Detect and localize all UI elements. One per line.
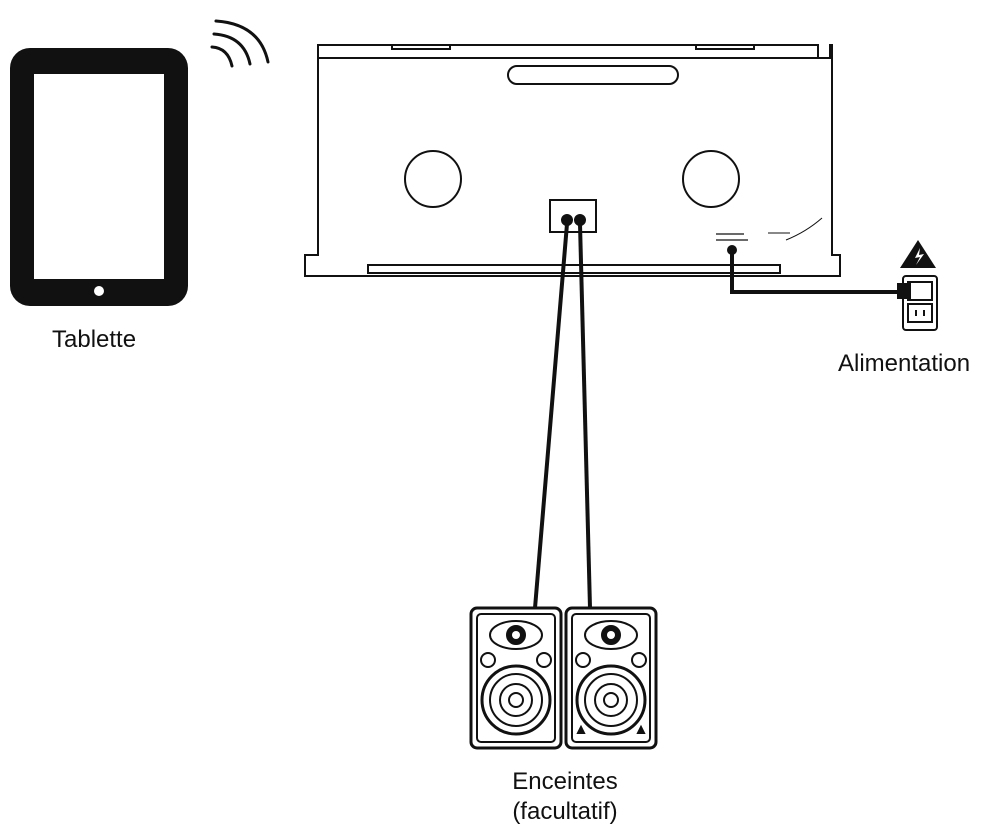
wifi-icon	[210, 19, 270, 68]
speakers-label-line1: Enceintes	[512, 768, 618, 795]
high-voltage-warning-icon	[900, 240, 936, 268]
device-rear-panel	[304, 44, 841, 277]
power-label: Alimentation	[838, 350, 971, 377]
speakers-label-line2: (facultatif)	[512, 798, 618, 825]
speaker-icon	[469, 606, 563, 750]
speaker-icon	[564, 606, 658, 750]
power-outlet-icon	[897, 275, 938, 331]
power-cable	[730, 250, 902, 294]
tablet-icon	[10, 48, 188, 306]
tablet-label: Tablette	[52, 326, 137, 353]
speakers-label: Enceintes (facultatif)	[470, 767, 660, 827]
speaker-cables	[533, 223, 592, 609]
